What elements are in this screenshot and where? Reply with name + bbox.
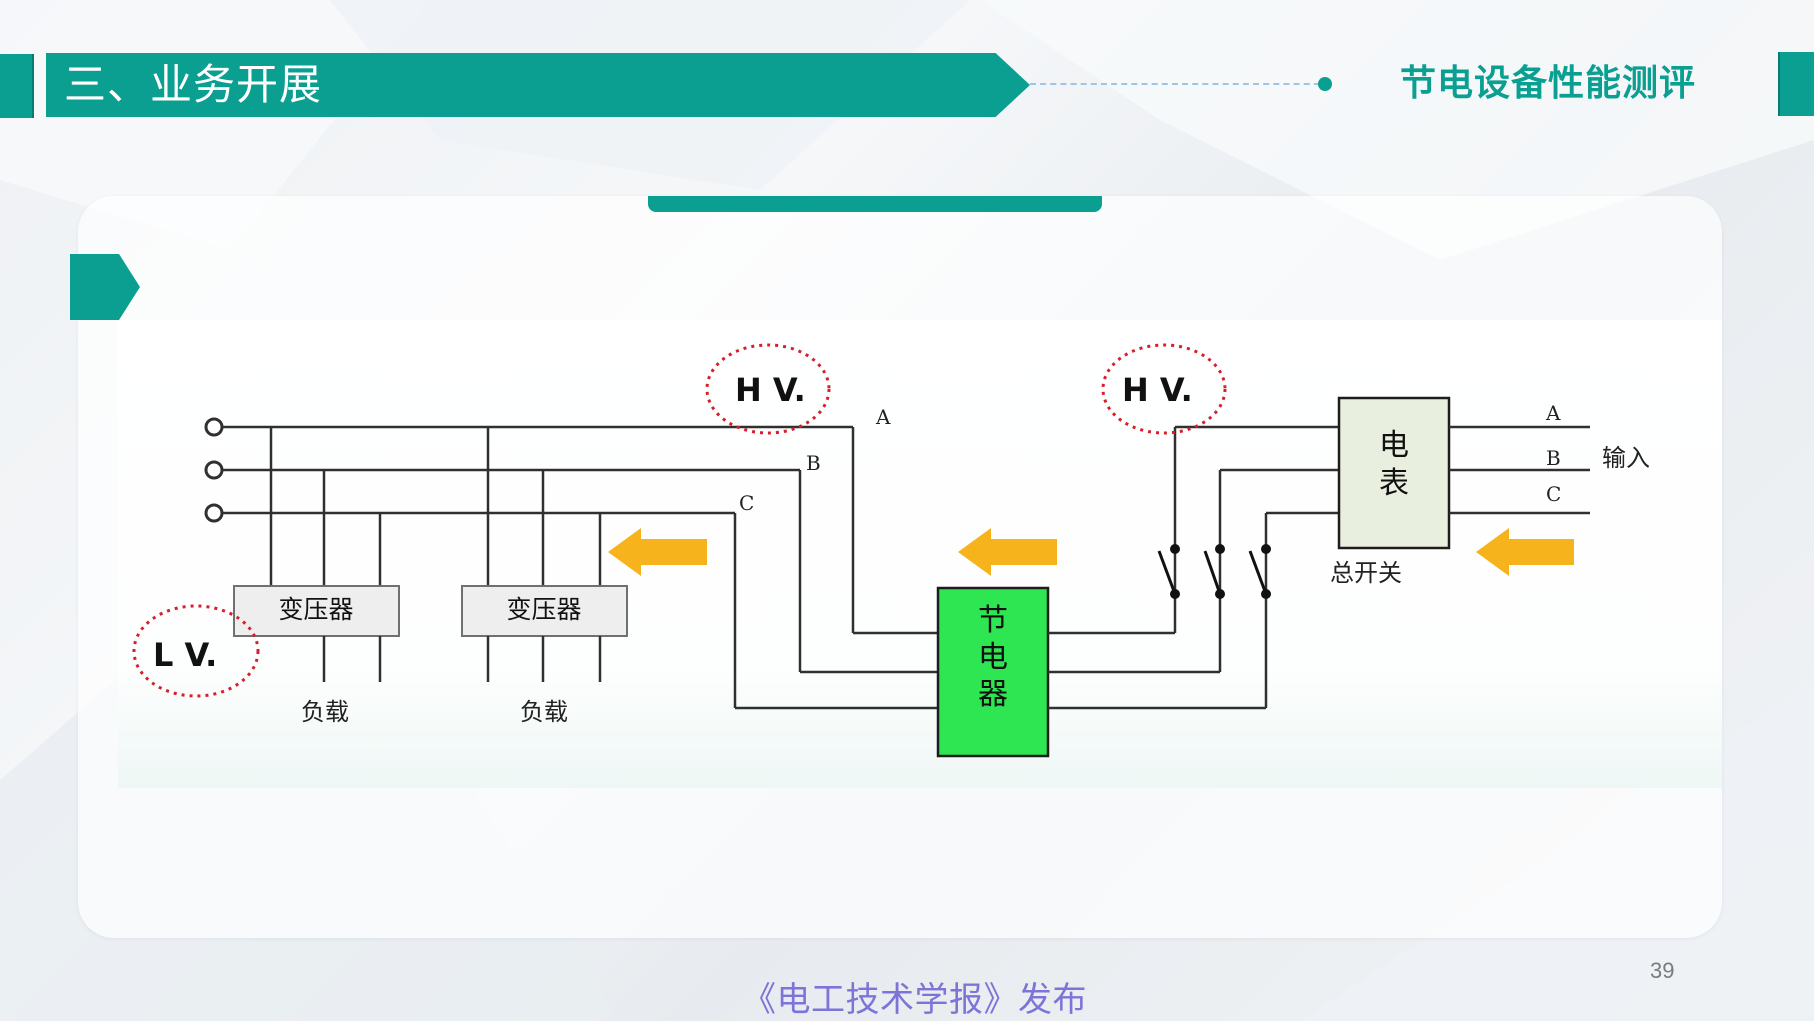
diagram-panel: A B C 变压器 变压器 负载 负载 节 电 — [118, 320, 1722, 788]
transformer-2: 变压器 — [461, 585, 628, 682]
input-label: 输入 — [1602, 444, 1650, 472]
hv-label-left: H V. — [735, 371, 806, 409]
energy-saver-label-line-2: 电 — [978, 640, 1008, 675]
energy-saver-label-line-3: 器 — [978, 677, 1008, 712]
terminal-a-icon — [204, 417, 224, 437]
right-phase-label-c: C — [1546, 482, 1561, 506]
switch-icon — [1203, 544, 1225, 599]
publisher-note: 《电工技术学报》发布 — [742, 980, 1087, 1020]
switch-icon — [1248, 544, 1271, 599]
energy-saver-label-line-1: 节 — [978, 603, 1008, 638]
transformer-label: 变压器 — [506, 595, 581, 624]
input-lines — [1449, 425, 1590, 515]
main-switch-label: 总开关 — [1330, 559, 1402, 587]
left-arrow-icon — [958, 528, 1057, 576]
left-arrow-icon — [1476, 528, 1574, 576]
meter-label-line-2: 表 — [1379, 466, 1409, 501]
switch-icon — [1157, 544, 1180, 599]
transformer-label: 变压器 — [278, 595, 353, 624]
meter-block: 电 表 — [1337, 396, 1451, 550]
terminal-b-icon — [204, 460, 224, 480]
left-slide-tab — [0, 54, 34, 118]
diagram-background — [118, 320, 1722, 788]
hv-highlight-right — [1101, 343, 1227, 435]
page-title: 三、业务开展 — [64, 60, 323, 109]
load-label: 负载 — [520, 698, 568, 726]
left-phase-label-c: C — [739, 491, 754, 515]
left-phase-label-b: B — [806, 451, 821, 475]
transformer-1: 变压器 — [233, 585, 400, 682]
terminal-c-icon — [204, 503, 224, 523]
section-label: 节电设备性能测评 — [1400, 63, 1697, 104]
load-label: 负载 — [301, 698, 349, 726]
header-connector-line — [1030, 83, 1330, 85]
left-arrow-icon — [608, 528, 707, 576]
hv-label-right: H V. — [1122, 371, 1193, 409]
circuit-diagram: A B C 变压器 变压器 负载 负载 节 电 — [118, 320, 1722, 788]
lv-label: L V. — [153, 636, 217, 674]
right-slide-tab — [1778, 52, 1814, 116]
energy-saver-block: 节 电 器 — [936, 586, 1050, 758]
right-phase-label-b: B — [1546, 446, 1561, 470]
card-top-strip — [648, 196, 1102, 212]
left-phase-label-a: A — [875, 405, 891, 429]
left-bus-lines — [204, 417, 853, 523]
right-phase-label-a: A — [1545, 401, 1561, 425]
page-number: 39 — [1650, 958, 1675, 983]
header-connector-dot — [1318, 77, 1332, 91]
title-banner: 三、业务开展 — [46, 53, 1030, 117]
hv-highlight-left — [705, 343, 831, 435]
lv-highlight — [132, 604, 260, 698]
meter-label-line-1: 电 — [1379, 428, 1409, 463]
left-phase-routing — [733, 427, 938, 710]
